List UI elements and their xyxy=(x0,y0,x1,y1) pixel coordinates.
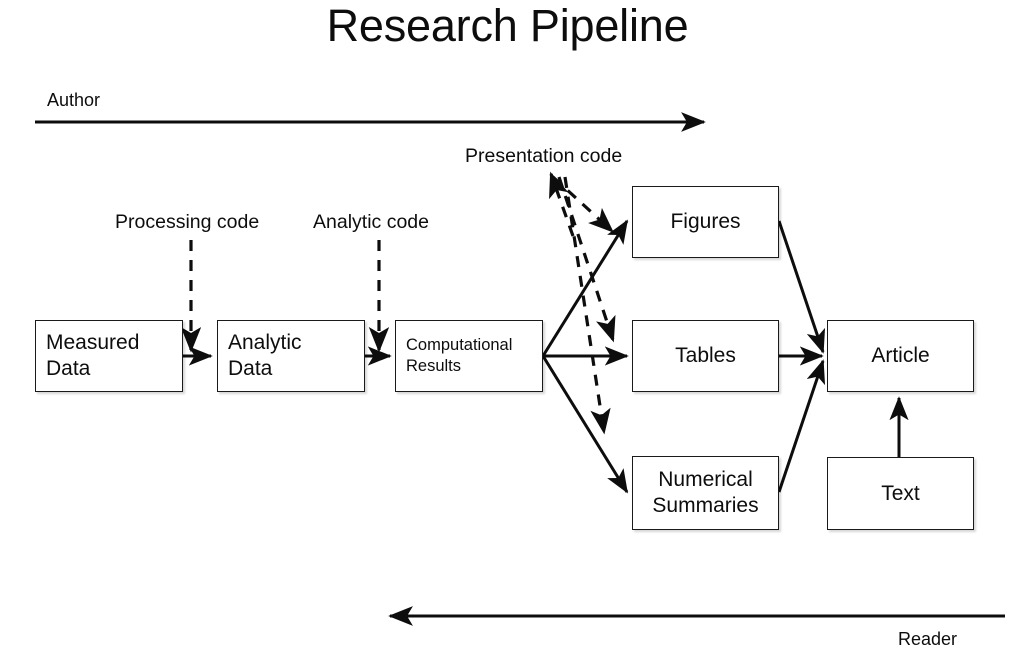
node-tables[interactable]: Tables xyxy=(632,320,779,392)
node-text-label: Text xyxy=(881,481,920,505)
node-text[interactable]: Text xyxy=(827,457,974,530)
edge-computational-to-figures xyxy=(541,219,629,357)
node-computational-results-line2: Results xyxy=(406,357,462,375)
node-figures-label: Figures xyxy=(670,210,741,234)
node-measured-data-line1: Measured xyxy=(46,331,140,355)
edge-numerical-to-article xyxy=(777,359,826,493)
node-article-label: Article xyxy=(871,344,930,368)
label-analytic-code: Analytic code xyxy=(313,211,429,233)
node-tables-label: Tables xyxy=(675,344,736,368)
node-figures[interactable]: Figures xyxy=(632,186,779,258)
node-analytic-data[interactable]: Analytic Data xyxy=(217,320,365,392)
node-article[interactable]: Article xyxy=(827,320,974,392)
node-analytic-data-line2: Data xyxy=(228,357,273,380)
edge-presentation-code-hub xyxy=(549,171,575,237)
node-numerical-summaries-line1: Numerical xyxy=(658,468,753,492)
node-numerical-summaries[interactable]: Numerical Summaries xyxy=(632,456,779,530)
node-analytic-data-line1: Analytic xyxy=(228,331,302,355)
label-presentation-code: Presentation code xyxy=(465,145,623,167)
edge-figures-to-article xyxy=(777,220,826,354)
author-flow-label: Author xyxy=(47,90,101,110)
edge-computational-to-numerical xyxy=(541,355,629,494)
page-title: Research Pipeline xyxy=(326,0,689,51)
edge-presentation-to-figures xyxy=(551,175,614,233)
reader-flow-label: Reader xyxy=(898,629,958,649)
edge-presentation-to-numerical xyxy=(563,176,611,435)
node-measured-data-line2: Data xyxy=(46,357,91,380)
node-computational-results[interactable]: Computational Results xyxy=(395,320,543,392)
node-numerical-summaries-line2: Summaries xyxy=(652,494,759,517)
node-computational-results-line1: Computational xyxy=(406,336,513,355)
label-processing-code: Processing code xyxy=(115,211,260,233)
node-measured-data[interactable]: Measured Data xyxy=(35,320,183,392)
